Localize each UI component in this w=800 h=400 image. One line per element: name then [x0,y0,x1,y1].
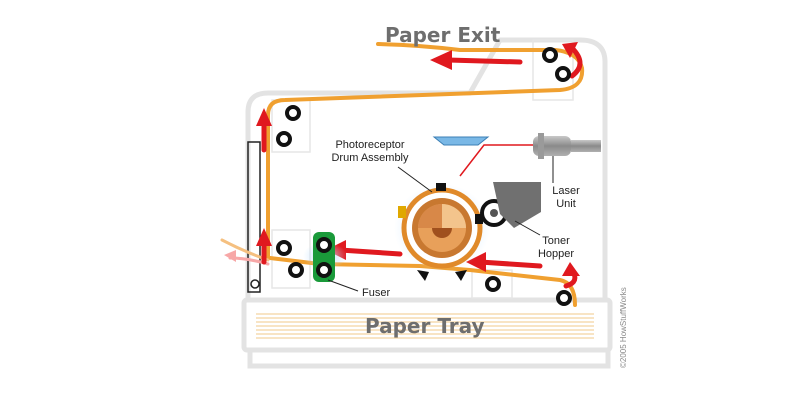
fuser-icon [303,232,347,282]
laser-unit-label-line2: Unit [556,198,576,210]
toner-hopper-icon [480,182,541,228]
printer-housing [245,37,608,303]
paper-stack [256,313,594,339]
copyright-credit: ©2005 HowStuffWorks [619,287,628,368]
pinch-roller-icon [276,47,572,306]
photoreceptor-label-line2: Drum Assembly [331,152,409,164]
drum-leader [397,166,433,193]
paper-tray-housing [241,297,613,369]
mirror-icon [432,136,490,146]
laser-beam [459,144,533,177]
laser-unit-label-line1: Laser [552,185,580,197]
paper-tray-label: Paper Tray [365,314,485,338]
laser-unit-icon [533,133,601,159]
fuser-leader [327,279,359,292]
toner-hopper-label-line1: Toner [542,235,570,247]
photoreceptor-drum-icon [394,183,490,281]
photoreceptor-label-line1: Photoreceptor [335,139,404,151]
arrow-heads [256,42,580,276]
toner-leader [514,220,541,236]
paper-exit-label: Paper Exit [385,23,501,47]
fuser-label: Fuser [362,287,390,299]
toner-hopper-label-line2: Hopper [538,248,574,260]
left-paper-guide [247,141,261,293]
